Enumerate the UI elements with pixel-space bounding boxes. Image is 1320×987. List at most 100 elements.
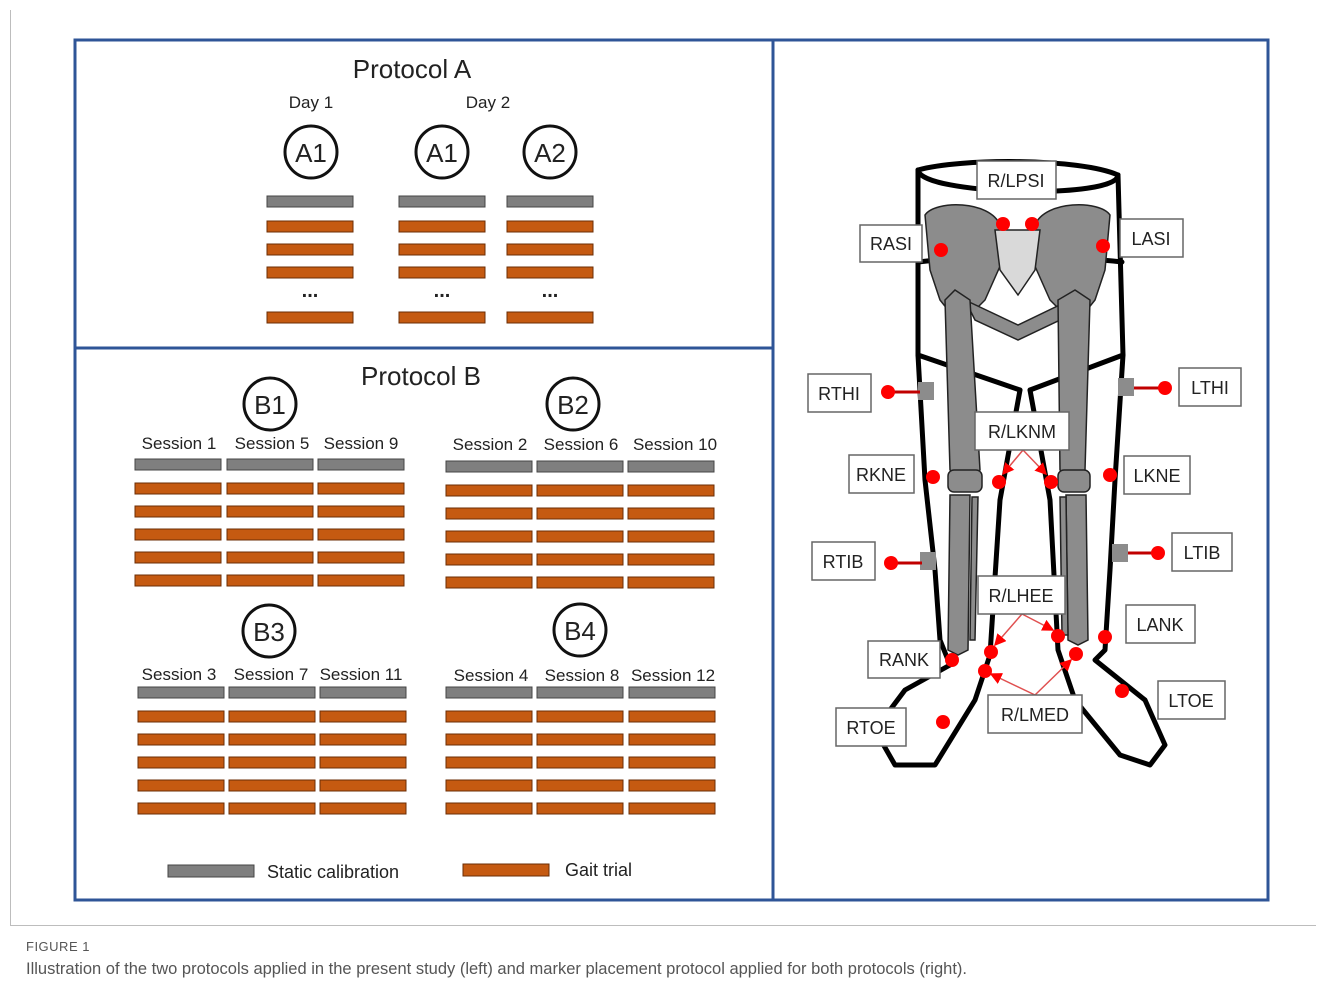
svg-text:R/LMED: R/LMED	[1001, 705, 1069, 725]
session-label: Session 2	[453, 435, 528, 454]
marker-dot-rkne	[926, 470, 940, 484]
condition-a2-day2: A2	[522, 124, 578, 180]
svg-text:B4: B4	[564, 616, 596, 646]
marker-dot-rtoe	[936, 715, 950, 729]
marker-dot-rhee	[984, 645, 998, 659]
session-label: Session 1	[142, 434, 217, 453]
legend-static-label: Static calibration	[267, 862, 399, 882]
marker-label-ltib: LTIB	[1171, 532, 1233, 572]
marker-dot-rasi	[934, 243, 948, 257]
marker-dot-lknm	[1044, 475, 1058, 489]
marker-dot-lpsi-r	[996, 217, 1010, 231]
marker-panel	[771, 38, 1270, 902]
svg-text:R/LPSI: R/LPSI	[987, 171, 1044, 191]
marker-dots	[881, 217, 1172, 729]
marker-label-lank: LANK	[1125, 604, 1196, 644]
marker-dot-lmed	[1069, 647, 1083, 661]
marker-dot-lhee	[1051, 629, 1065, 643]
ellipsis-col3: ...	[542, 280, 559, 302]
condition-a1-day1: A1	[283, 124, 339, 180]
svg-text:RTIB: RTIB	[823, 552, 864, 572]
marker-dot-lasi	[1096, 239, 1110, 253]
marker-dot-rank	[945, 653, 959, 667]
figure-caption-text: Illustration of the two protocols applie…	[26, 960, 967, 978]
marker-label-rkne: RKNE	[848, 454, 915, 494]
svg-text:A1: A1	[426, 138, 458, 168]
svg-text:LKNE: LKNE	[1133, 466, 1180, 486]
group-b3-badge: B3	[241, 603, 297, 659]
svg-text:LTHI: LTHI	[1191, 378, 1229, 398]
marker-label-ltoe: LTOE	[1157, 680, 1226, 720]
marker-dot-lkne	[1103, 468, 1117, 482]
marker-dot-rknm	[992, 475, 1006, 489]
marker-label-lmed: R/LMED	[987, 694, 1083, 734]
legend: Static calibration Gait trial	[167, 860, 632, 882]
marker-label-lpsi: R/LPSI	[976, 160, 1057, 200]
legend-gait-label: Gait trial	[565, 860, 632, 880]
session-label: Session 6	[544, 435, 619, 454]
group-b1-badge: B1	[242, 376, 298, 432]
svg-text:B1: B1	[254, 390, 286, 420]
session-label: Session 9	[324, 434, 399, 453]
session-label: Session 8	[545, 666, 620, 685]
session-label: Session 5	[235, 434, 310, 453]
figure-frame	[10, 10, 1316, 926]
figure-caption-label: FIGURE 1	[26, 939, 90, 954]
ellipsis-col1: ...	[302, 280, 319, 302]
session-label: Session 7	[234, 665, 309, 684]
svg-text:LASI: LASI	[1131, 229, 1170, 249]
group-b4-badge: B4	[552, 602, 608, 658]
svg-text:R/LHEE: R/LHEE	[988, 586, 1053, 606]
marker-dot-rmed	[978, 664, 992, 678]
marker-dot-lpsi-l	[1025, 217, 1039, 231]
session-label: Session 12	[631, 666, 715, 685]
svg-text:LTIB: LTIB	[1184, 543, 1221, 563]
marker-dot-ltoe	[1115, 684, 1129, 698]
protocol-b-trial-bars	[134, 458, 716, 815]
day-2-label: Day 2	[466, 93, 510, 112]
marker-label-lkne: LKNE	[1123, 455, 1191, 495]
marker-dot-lank	[1098, 630, 1112, 644]
marker-dot-rtib	[884, 556, 898, 570]
svg-text:A1: A1	[295, 138, 327, 168]
svg-text:RASI: RASI	[870, 234, 912, 254]
marker-label-lknm: R/LKNM	[974, 411, 1070, 451]
skeleton	[924, 204, 1111, 656]
marker-dot-ltib	[1151, 546, 1165, 560]
group-b2-badge: B2	[545, 376, 601, 432]
svg-text:LANK: LANK	[1136, 615, 1183, 635]
protocol-b-title: Protocol B	[361, 361, 481, 391]
protocol-a-trial-bars	[266, 195, 594, 324]
legend-static-swatch	[167, 864, 255, 878]
marker-arrows	[989, 449, 1073, 696]
svg-text:LTOE: LTOE	[1168, 691, 1213, 711]
session-label: Session 11	[320, 665, 403, 684]
marker-label-rtib: RTIB	[811, 541, 876, 581]
marker-label-rthi: RTHI	[807, 373, 872, 413]
marker-label-rank: RANK	[867, 640, 941, 679]
session-label: Session 10	[633, 435, 717, 454]
marker-label-lhee: R/LHEE	[977, 575, 1066, 615]
svg-text:RTHI: RTHI	[818, 384, 860, 404]
marker-label-rasi: RASI	[859, 224, 923, 263]
svg-text:B2: B2	[557, 390, 589, 420]
figure-diagram: Protocol A Day 1 Day 2 A1 A1 A2 ... ... …	[73, 38, 1270, 902]
marker-label-lthi: LTHI	[1178, 367, 1242, 407]
day-1-label: Day 1	[289, 93, 333, 112]
svg-text:B3: B3	[253, 617, 285, 647]
svg-text:RTOE: RTOE	[846, 718, 895, 738]
ellipsis-col2: ...	[434, 280, 451, 302]
protocol-a-panel	[73, 38, 775, 350]
legend-gait-swatch	[462, 863, 550, 877]
marker-dot-lthi	[1158, 381, 1172, 395]
svg-text:RANK: RANK	[879, 650, 929, 670]
marker-label-rtoe: RTOE	[835, 707, 907, 747]
marker-dot-rthi	[881, 385, 895, 399]
session-label: Session 3	[142, 665, 217, 684]
session-label: Session 4	[454, 666, 529, 685]
svg-text:A2: A2	[534, 138, 566, 168]
condition-a1-day2: A1	[414, 124, 470, 180]
svg-text:R/LKNM: R/LKNM	[988, 422, 1056, 442]
protocol-b-panel	[73, 346, 775, 902]
svg-text:RKNE: RKNE	[856, 465, 906, 485]
